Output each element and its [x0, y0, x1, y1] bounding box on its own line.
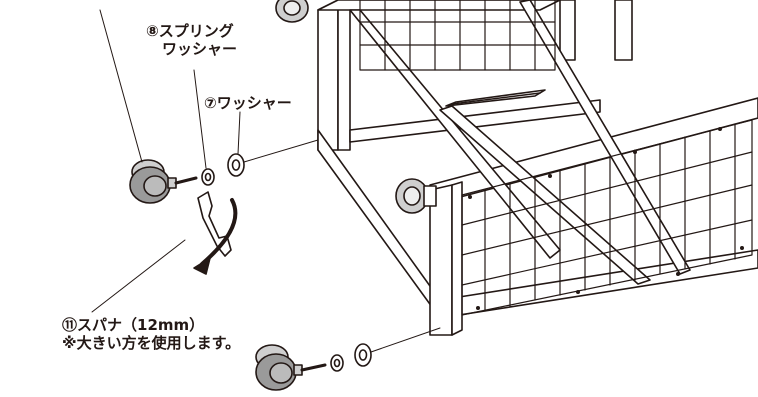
- wrench-icon: [193, 191, 238, 275]
- cage-frame: [317, 0, 758, 336]
- washer-label: ⑦ワッシャー: [204, 94, 292, 112]
- leader-lines: [91, 9, 241, 313]
- caster-lower: [255, 344, 327, 391]
- front-mesh: [461, 119, 753, 316]
- spring-washer-label: ⑧スプリング ワッシャー: [146, 22, 237, 58]
- washer-lower: [354, 343, 372, 367]
- spring-washer-upper: [201, 168, 215, 186]
- spring-washer-label-line1: ⑧スプリング: [146, 22, 234, 40]
- spring-washer-label-line2: ワッシャー: [162, 40, 238, 58]
- back-mesh: [359, 0, 556, 71]
- washer-upper: [227, 153, 245, 177]
- mounted-caster-right: [395, 178, 437, 214]
- rivets: [468, 127, 744, 310]
- spanner-label-line2: ※大きい方を使用します。: [62, 334, 241, 352]
- caster-upper: [129, 159, 198, 204]
- spanner-label: ⑪スパナ（12mm） ※大きい方を使用します。: [62, 316, 240, 352]
- spring-washer-lower: [330, 354, 344, 372]
- mounted-caster-top: [275, 0, 309, 23]
- spanner-label-line1: ⑪スパナ（12mm）: [62, 316, 205, 334]
